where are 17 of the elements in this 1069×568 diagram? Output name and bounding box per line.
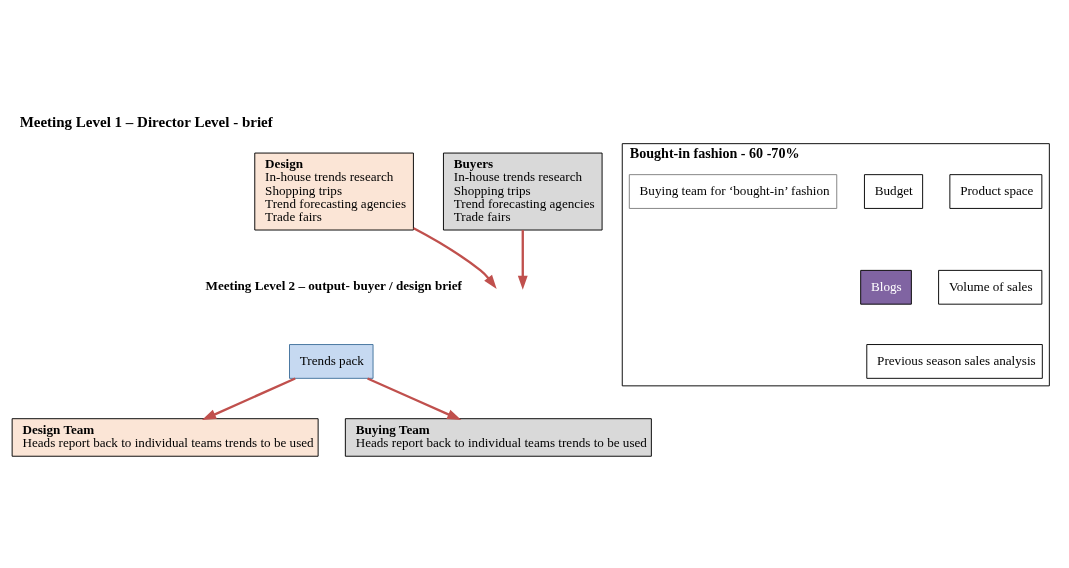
node-box: Design In-house trends research Shopping trips Trend forecasting agencies Trade fairs	[254, 152, 414, 231]
node-box: Budget	[863, 174, 924, 209]
node-box: Volume of sales	[938, 269, 1043, 305]
node-box: Previous season sales analysis	[866, 344, 1043, 379]
arrow	[367, 377, 462, 421]
node-box: Buying team for ‘bought-in’ fashion	[628, 174, 838, 209]
arrow	[413, 227, 497, 290]
arrow	[201, 377, 296, 421]
arrow	[517, 230, 528, 290]
node-box: Buyers In-house trends research Shopping trips Trend forecasting agencies Trade fairs	[442, 152, 603, 231]
node-box: Design Team Heads report back to individual teams trends to be used	[11, 418, 319, 457]
node-box: Trends pack	[289, 344, 374, 379]
diagram-title: Meeting Level 1 – Director Level - brief	[19, 113, 273, 130]
label: Meeting Level 2 – output- buyer / design brief	[205, 277, 462, 293]
node-box: Product space	[949, 174, 1043, 209]
node-box: Buying Team Heads report back to individual teams trends to be used	[344, 418, 652, 457]
node-box: Blogs	[860, 269, 912, 305]
